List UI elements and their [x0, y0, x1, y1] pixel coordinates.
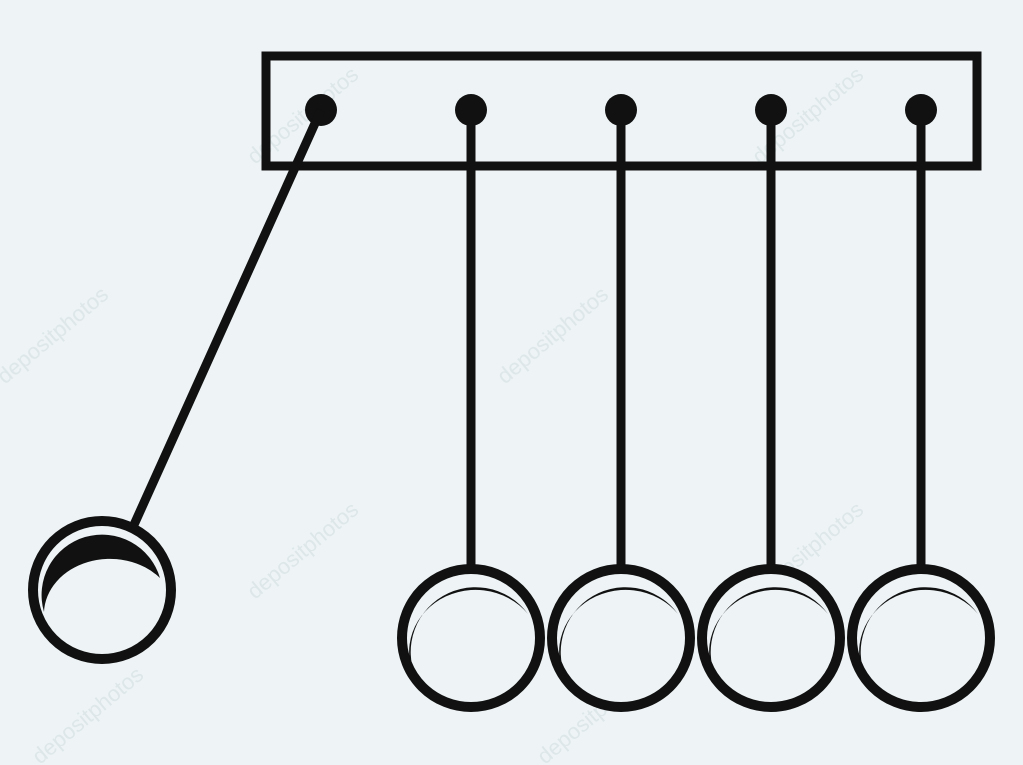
ball — [847, 564, 995, 712]
watermark-text: depositphotos — [27, 662, 148, 765]
ball — [697, 564, 845, 712]
strings — [128, 108, 926, 568]
ball — [547, 564, 695, 712]
watermark-text: depositphotos — [492, 282, 613, 389]
ball — [397, 564, 545, 712]
watermark-text: depositphotos — [242, 497, 363, 604]
string-lifted — [128, 108, 326, 529]
watermark-text: depositphotos — [0, 282, 113, 389]
ball-lifted — [28, 516, 176, 664]
